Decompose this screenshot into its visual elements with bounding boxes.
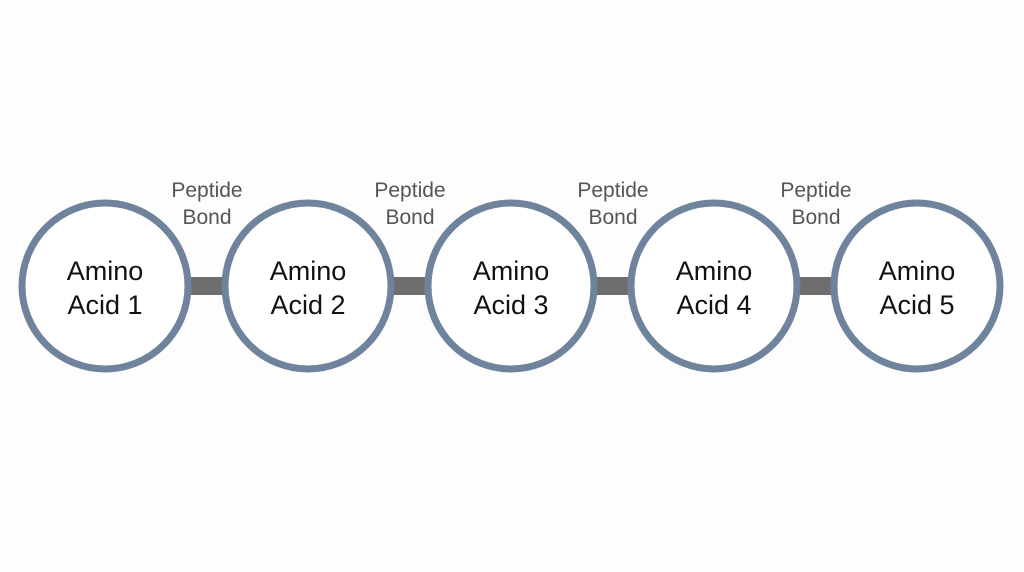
bond-label-line2: Bond [182, 206, 231, 229]
amino-acid-ring [627, 199, 801, 373]
amino-acid-ring [424, 199, 598, 373]
amino-acid-label-line2: Acid 3 [473, 290, 548, 320]
amino-acid-ring [221, 199, 395, 373]
amino-acid-label-line2: Acid 5 [879, 290, 954, 320]
amino-acid-node: Amino Acid 5 [830, 199, 1004, 373]
bond-label-line1: Peptide [171, 179, 242, 202]
amino-acid-label-line1: Amino [676, 256, 753, 286]
amino-acid-label-line1: Amino [879, 256, 956, 286]
bond-label-line1: Peptide [577, 179, 648, 202]
amino-acid-ring [830, 199, 1004, 373]
amino-acid-label-line1: Amino [473, 256, 550, 286]
amino-acid-node: Amino Acid 4 [627, 199, 801, 373]
amino-acid-label-line1: Amino [270, 256, 347, 286]
amino-acid-node: Amino Acid 3 [424, 199, 598, 373]
amino-acid-label-line2: Acid 4 [676, 290, 751, 320]
bond-label-line2: Bond [588, 206, 637, 229]
amino-acid-node: Amino Acid 1 [18, 199, 192, 373]
amino-acid-label-line2: Acid 2 [270, 290, 345, 320]
bond-label-line1: Peptide [374, 179, 445, 202]
amino-acid-label-line2: Acid 1 [67, 290, 142, 320]
bond-label-line2: Bond [791, 206, 840, 229]
amino-acid-ring [18, 199, 192, 373]
amino-acid-node: Amino Acid 2 [221, 199, 395, 373]
bond-label-line1: Peptide [780, 179, 851, 202]
amino-acid-label-line1: Amino [67, 256, 144, 286]
bond-label-line2: Bond [385, 206, 434, 229]
